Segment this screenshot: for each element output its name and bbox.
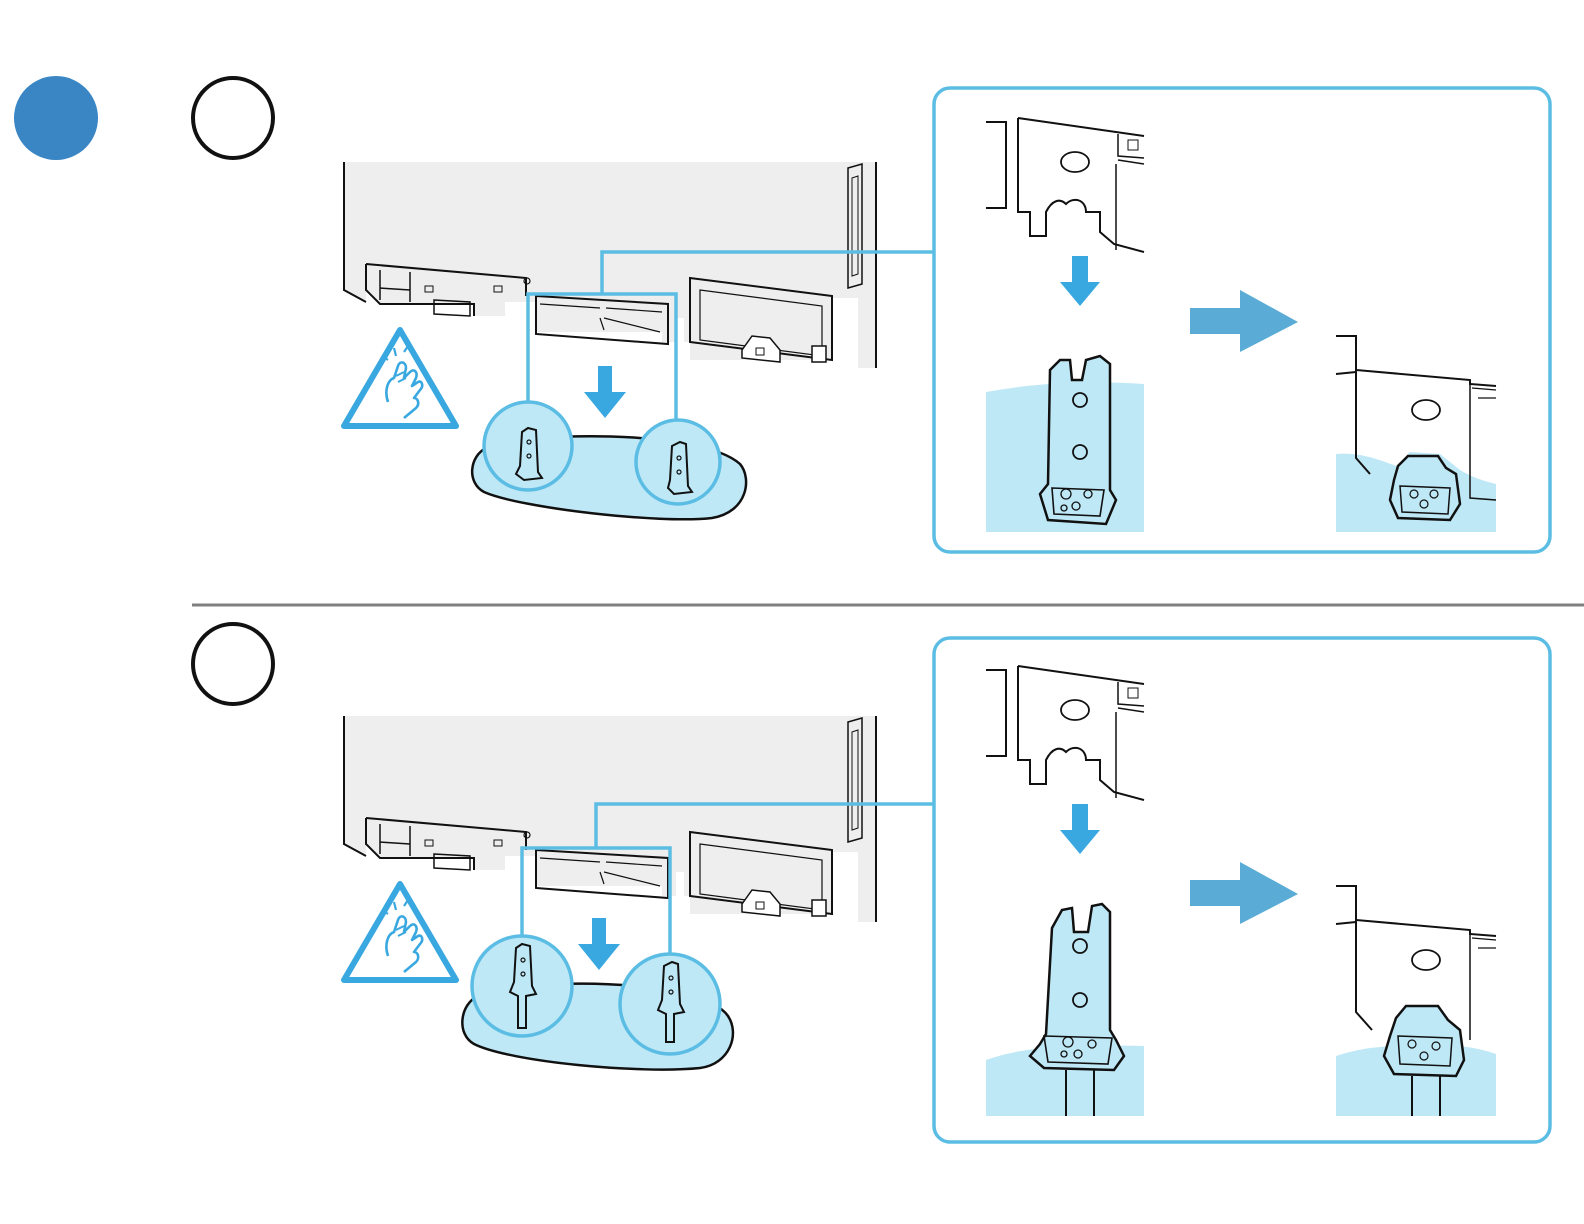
substep-b-marker <box>193 624 273 704</box>
substep-a-marker <box>193 78 273 158</box>
right-arrow-icon <box>1190 290 1298 352</box>
substep-b-scene <box>344 716 934 1070</box>
pinch-caution-icon <box>344 884 456 980</box>
down-arrow-icon <box>578 918 620 970</box>
down-arrow-icon <box>1060 256 1100 306</box>
substep-a-scene <box>344 162 934 519</box>
down-arrow-icon <box>1060 804 1100 854</box>
closeup-b-content <box>986 666 1496 1116</box>
down-arrow-icon <box>584 366 626 418</box>
pinch-caution-icon <box>344 330 456 426</box>
closeup-a-content <box>986 118 1496 532</box>
right-arrow-icon <box>1190 862 1298 924</box>
step-badge <box>14 76 98 160</box>
